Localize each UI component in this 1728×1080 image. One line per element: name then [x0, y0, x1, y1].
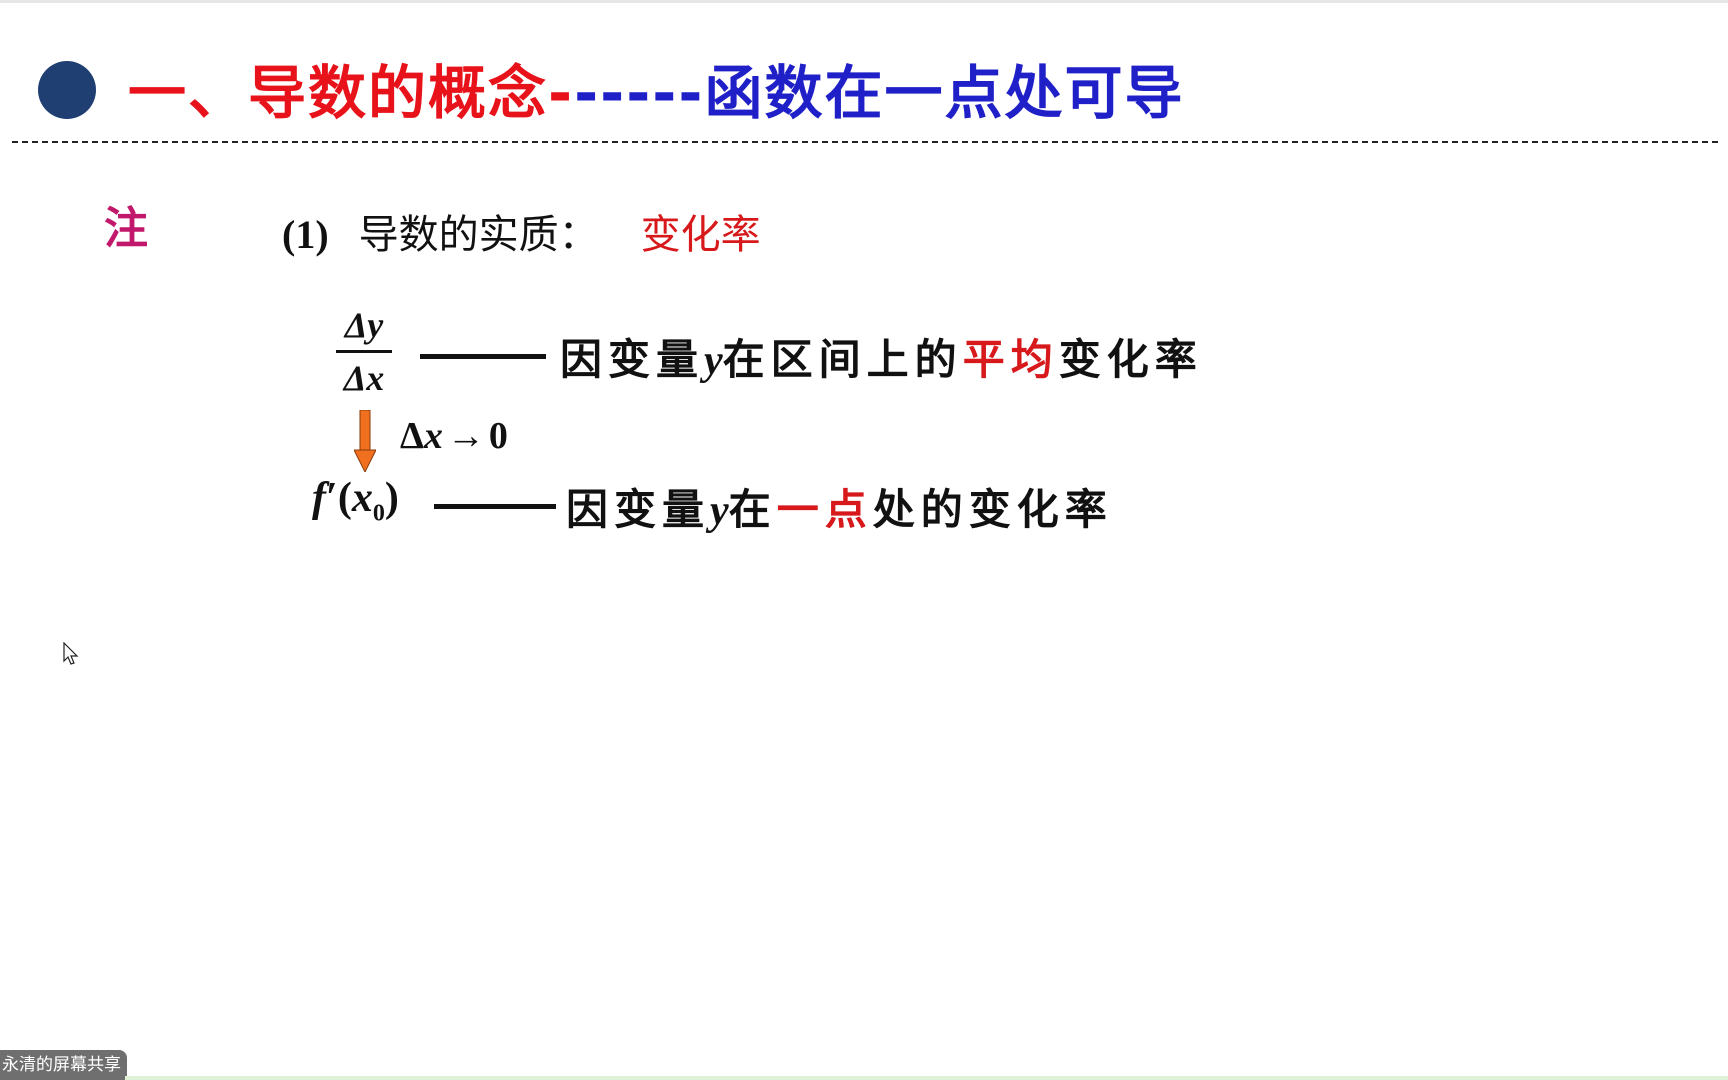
deriv-x: x	[351, 475, 373, 521]
title-dashed-divider	[12, 141, 1718, 143]
line2-var: y	[710, 488, 729, 534]
fraction-denominator: Δx	[343, 358, 385, 398]
deriv-close: )	[384, 475, 399, 521]
line2-highlight: 一点	[776, 485, 873, 534]
line2-text: 因变量y在一点处的变化率	[566, 476, 1113, 537]
slide-title: 一、导数的概念------函数在一点处可导	[128, 58, 1184, 128]
deriv-open: (	[337, 475, 352, 521]
line2-prefix: 因变量	[566, 485, 711, 534]
line1-prefix: 因变量	[560, 335, 705, 384]
point-value: 变化率	[640, 212, 761, 257]
line1-middle: 在区间上的	[722, 335, 963, 384]
title-red-part: 一、导数的概念-	[128, 59, 575, 127]
line2-middle: 在	[728, 485, 777, 534]
point-1: (1) 导数的实质： 变化率	[282, 202, 761, 260]
bottom-status-bar	[125, 1076, 1728, 1080]
limit-var: x	[423, 415, 443, 457]
limit-arrow: →	[446, 415, 485, 457]
deriv-sub: 0	[372, 500, 385, 527]
fraction-bar	[336, 350, 392, 353]
line1-var: y	[704, 338, 723, 384]
line1-connector-dash	[420, 354, 546, 359]
derivative-notation: f′(x0)	[312, 474, 399, 527]
deriv-f: f	[312, 475, 326, 521]
limit-target: 0	[488, 415, 508, 457]
line2-connector-dash	[434, 504, 556, 509]
delta-fraction: Δy Δx	[336, 302, 392, 401]
down-arrow-icon	[354, 410, 376, 472]
line2-suffix: 处的变化率	[872, 485, 1113, 534]
line1-highlight: 平均	[962, 335, 1059, 384]
note-mark: 注	[104, 203, 148, 254]
top-border	[0, 0, 1728, 3]
limit-condition: Δx→0	[400, 414, 508, 458]
line1-suffix: 变化率	[1058, 335, 1203, 384]
mouse-cursor-icon	[63, 642, 79, 665]
limit-delta: Δ	[400, 415, 424, 457]
fraction-numerator: Δy	[344, 305, 384, 345]
deriv-prime: ′	[326, 475, 338, 521]
point-label: 导数的实质：	[358, 212, 599, 257]
title-blue-part: -----函数在一点处可导	[574, 59, 1185, 127]
point-number: (1)	[282, 212, 329, 257]
line1-text: 因变量y在区间上的平均变化率	[560, 326, 1203, 387]
title-bullet-circle	[38, 61, 96, 119]
screen-share-label: 永清的屏幕共享	[0, 1050, 127, 1080]
